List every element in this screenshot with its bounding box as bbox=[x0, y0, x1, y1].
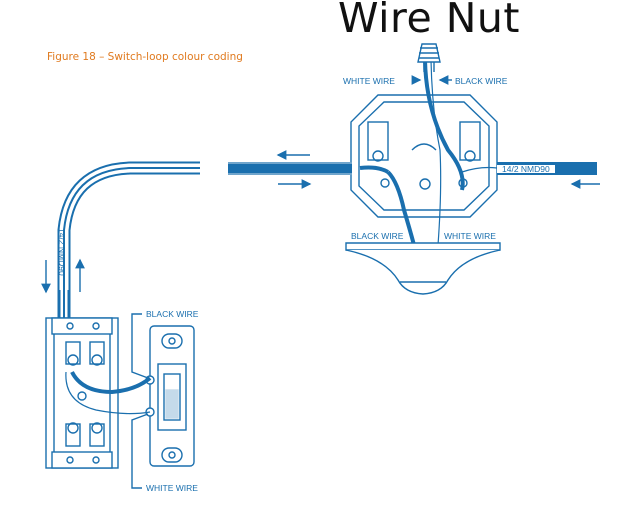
switch-white-wire-label: WHITE WIRE bbox=[146, 483, 198, 493]
fixture-black-wire-lead bbox=[386, 170, 416, 246]
junction-box bbox=[350, 94, 498, 218]
vertical-cable-label: 14/2 NMD90 bbox=[57, 228, 67, 276]
light-fixture bbox=[345, 242, 501, 295]
top-black-wire-label: BLACK WIRE bbox=[455, 76, 508, 86]
switch-white-wire bbox=[65, 371, 151, 415]
switch-black-wire-label: BLACK WIRE bbox=[146, 309, 199, 319]
switch-cable bbox=[57, 161, 200, 320]
top-white-wire-label: WHITE WIRE bbox=[343, 76, 395, 86]
fixture-black-wire-label: BLACK WIRE bbox=[351, 231, 404, 241]
toggle-switch bbox=[145, 325, 195, 467]
switch-black-wire bbox=[70, 371, 152, 395]
junction-black-wire bbox=[423, 59, 465, 191]
junction-white-wire bbox=[430, 59, 442, 246]
right-cable-label: 14/2 NMD90 bbox=[502, 164, 550, 174]
diagram-title: Wire Nut bbox=[338, 0, 520, 42]
fixture-white-wire-label: WHITE WIRE bbox=[444, 231, 496, 241]
horizontal-cable bbox=[228, 162, 597, 175]
figure-caption: Figure 18 – Switch-loop colour coding bbox=[47, 51, 243, 63]
wire-nut bbox=[417, 43, 441, 72]
